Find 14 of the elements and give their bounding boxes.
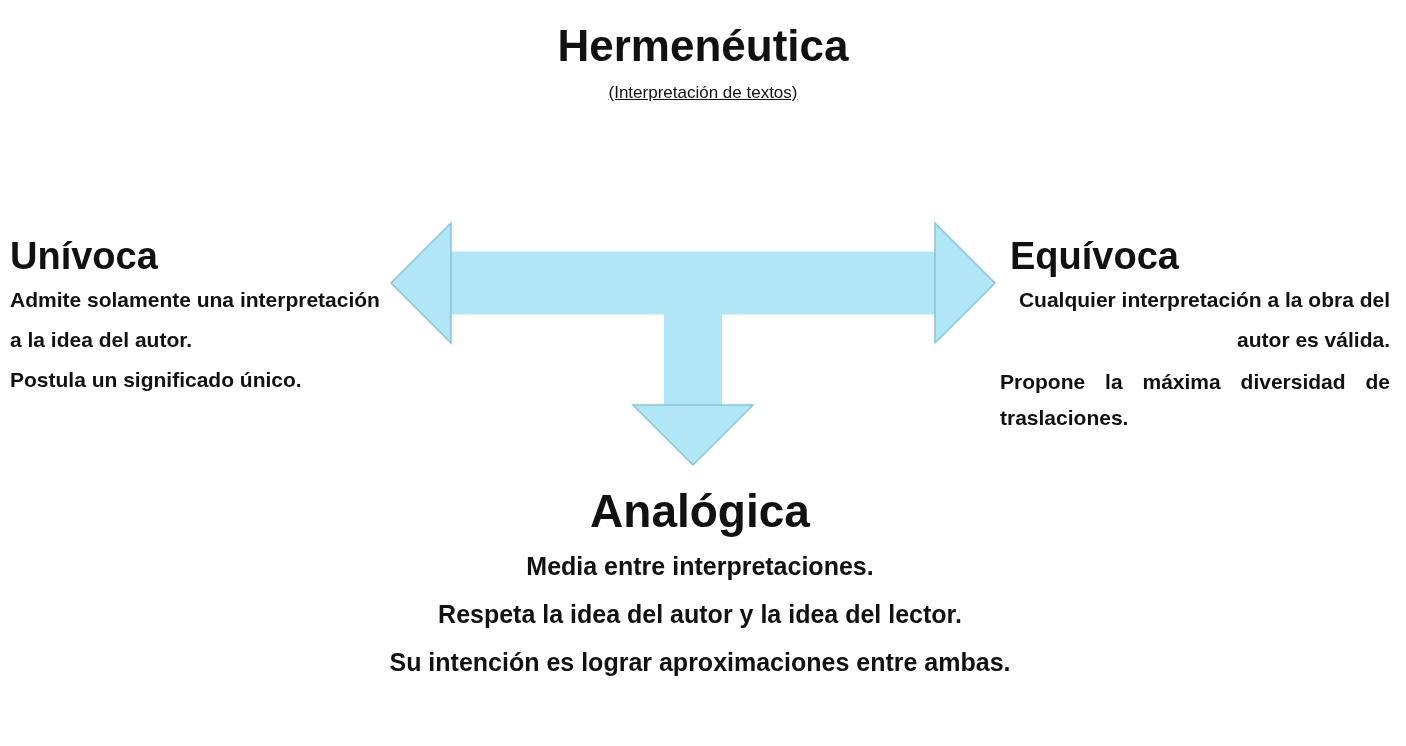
block-arrow [693, 222, 996, 344]
heading: Unívoca [10, 234, 159, 279]
description: Media entre interpretaciones. [525, 551, 875, 582]
heading: Equívoca [1009, 234, 1180, 279]
description: Admite solamente una interpretación a la idea del autor. [10, 287, 381, 353]
title: Hermenéutica [556, 20, 850, 72]
description: Cualquier interpretación a la obra del autor es válida. [1017, 287, 1390, 353]
description: Postula un significado único. [10, 367, 303, 393]
block-arrow [390, 222, 693, 344]
heading: Analógica [589, 484, 811, 539]
description: Respeta la idea del autor y la idea del lector. [437, 599, 963, 630]
subtitle: (Interpretación de textos) [607, 82, 799, 104]
description: Propone la máxima diversidad de traslaciones. [1000, 369, 1390, 431]
description: Su intención es lograr aproximaciones entre ambas. [388, 647, 1012, 678]
